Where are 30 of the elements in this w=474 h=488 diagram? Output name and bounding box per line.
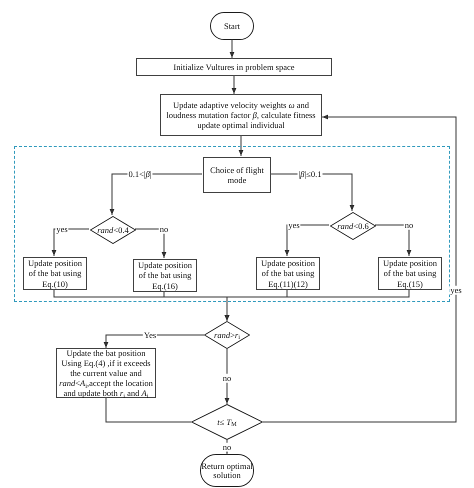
process-box: Choice of flight mode (203, 157, 271, 193)
process-box: Update position of the bat using Eq.(11)(12) (256, 257, 320, 290)
edge-label: yes (449, 286, 463, 294)
process-box: Update position of the bat using Eq.(15) (378, 257, 442, 290)
arrow (230, 40, 234, 58)
process-box: Initialize Vultures in problem space (136, 58, 332, 76)
process-box: Update the bat position Using Eq.(4) ,if it exceeds the current value and rand<A$_{i}$,accept the location and update both r$_{i}$ and A$_{i}$ (56, 348, 156, 398)
arrow (224, 348, 230, 404)
dashed-group-border (14, 146, 450, 302)
edge-label: 0.1<|β| (127, 170, 153, 178)
arrow (238, 136, 244, 156)
condition-text: rand<0.6 (337, 222, 369, 230)
condition-text: rand>r$_{i}$ (214, 330, 240, 340)
process-box: Update position of the bat using Eq.(16) (133, 259, 197, 292)
process-box: Update position of the bat using Eq.(10) (23, 257, 87, 290)
arrow (224, 288, 410, 322)
arrow (284, 224, 330, 256)
arrow (262, 114, 456, 422)
edge-label: no (222, 374, 232, 382)
arrow (52, 228, 90, 256)
edge-label: |β|≤0.1 (298, 170, 322, 178)
edge-label: no (222, 442, 232, 452)
edge-label: Yes (142, 330, 158, 340)
condition-text: rand<0.4 (97, 226, 129, 234)
arrow (104, 334, 204, 348)
process-box: Update adaptive velocity weights ω and loudness mutation factor β, calculate fitness update optimal individual (160, 94, 322, 136)
condition-text: t≤ T$_{M}$ (217, 418, 237, 426)
arrow (374, 224, 412, 256)
arrow (134, 228, 166, 258)
arrow (232, 76, 236, 94)
